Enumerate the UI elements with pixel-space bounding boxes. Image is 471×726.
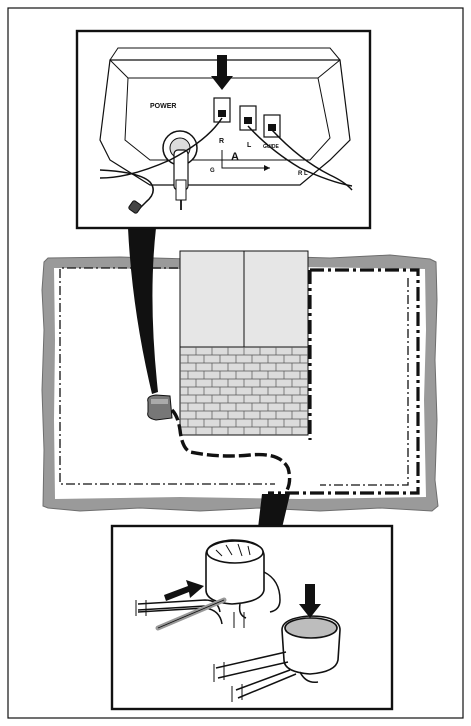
- power-cable-tail: [175, 179, 187, 201]
- wire-r: [99, 117, 223, 179]
- down-arrow-top: [211, 55, 233, 90]
- wire-splice-detail-panel: [110, 524, 394, 711]
- splice-connector-closed: [213, 584, 341, 702]
- station-top-lip: [109, 47, 341, 61]
- station-edge-right: [317, 59, 341, 79]
- guide-wire-right: [268, 268, 420, 495]
- inserted-wire-edge: [157, 599, 225, 629]
- wire-end-ticks-3: [213, 662, 225, 682]
- callout-wedge-top: [128, 228, 158, 394]
- connector-cap-open: [206, 540, 264, 564]
- insert-arrow: [164, 580, 204, 601]
- connector-r-pin: [218, 110, 226, 117]
- wire-end-ticks-2: [233, 612, 245, 628]
- wire-loop: [99, 169, 154, 209]
- bracket-arrow: [264, 165, 270, 171]
- guide-wire-inner: [320, 278, 409, 486]
- label-a: A: [231, 151, 239, 163]
- charging-station: [147, 394, 173, 421]
- charging-station-detail-panel: POWER R L GUIDE A G R L: [75, 29, 372, 230]
- press-arrow: [299, 584, 321, 618]
- connector-cap-closed: [284, 617, 338, 639]
- bracket-a: [221, 150, 270, 169]
- boundary-wire-left: [59, 267, 185, 485]
- wire-out-1: [263, 571, 281, 613]
- wire-end-ticks-1: [135, 600, 147, 616]
- wire-closed-2: [217, 661, 289, 679]
- callout-wedge-bottom: [258, 494, 290, 528]
- connector-guide-pin: [268, 124, 276, 131]
- patio-bricks: [180, 347, 308, 435]
- wire-closed-loop: [299, 671, 319, 684]
- cap-ribs: [215, 543, 251, 557]
- patio: [179, 346, 309, 436]
- label-rl: R L: [298, 171, 308, 177]
- power-label: POWER: [150, 103, 176, 110]
- wire-closed-1: [215, 651, 287, 669]
- garden-layout: [41, 250, 439, 512]
- wire-l: [247, 125, 353, 187]
- label-r: R: [219, 138, 224, 145]
- wire-guide: [271, 129, 353, 191]
- wire-cable: [170, 408, 292, 493]
- wire-closed-4: [237, 673, 297, 699]
- station-edge-left: [109, 59, 129, 79]
- wire-out-2: [238, 603, 247, 619]
- label-l: L: [247, 142, 252, 149]
- connector-l-pin: [244, 117, 252, 124]
- wire-in-3: [137, 605, 206, 611]
- label-g: G: [210, 168, 215, 174]
- splice-connector-open: [135, 539, 281, 631]
- wire-end-clip: [128, 200, 142, 214]
- wire-closed-3: [235, 669, 291, 691]
- wire-end-ticks-4: [231, 684, 243, 702]
- charging-station-top: [151, 399, 168, 404]
